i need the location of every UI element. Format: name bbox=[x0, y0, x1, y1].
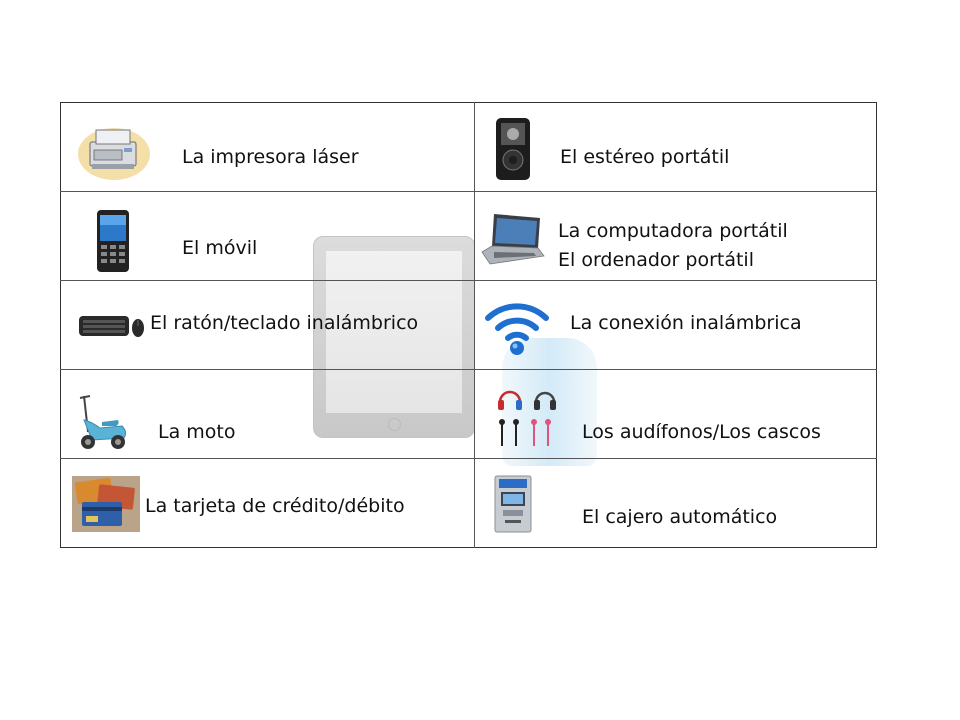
table-row-divider bbox=[60, 191, 877, 192]
item-label: La conexión inalámbrica bbox=[570, 312, 802, 334]
item-label: El móvil bbox=[182, 237, 258, 259]
credit-card-icon bbox=[72, 476, 140, 532]
item-label: Los audífonos/Los cascos bbox=[582, 421, 821, 443]
item-label-line2: El ordenador portátil bbox=[558, 249, 754, 271]
item-label: La moto bbox=[158, 421, 236, 443]
table-column-divider bbox=[474, 102, 475, 548]
item-label: El estéreo portátil bbox=[560, 146, 730, 168]
laser-printer-icon bbox=[78, 128, 150, 180]
headphones-icon bbox=[498, 390, 556, 446]
item-label: La tarjeta de crédito/débito bbox=[145, 495, 405, 517]
table-row-divider bbox=[60, 458, 877, 459]
atm-icon bbox=[494, 475, 532, 533]
scooter-icon bbox=[79, 395, 127, 449]
item-label-line1: La computadora portátil bbox=[558, 220, 788, 242]
laptop-icon bbox=[481, 214, 545, 265]
table-row-divider bbox=[60, 369, 877, 370]
vocabulary-table bbox=[60, 102, 877, 548]
item-label: El ratón/teclado inalámbrico bbox=[150, 312, 419, 334]
item-label: La impresora láser bbox=[182, 146, 359, 168]
wifi-icon bbox=[485, 303, 549, 355]
background-tablet-image bbox=[313, 236, 475, 438]
mobile-phone-icon bbox=[97, 210, 129, 272]
item-label: El cajero automático bbox=[582, 506, 778, 528]
table-row-divider bbox=[60, 280, 877, 281]
portable-stereo-icon bbox=[496, 118, 530, 180]
wireless-keyboard-mouse-icon bbox=[79, 316, 144, 337]
